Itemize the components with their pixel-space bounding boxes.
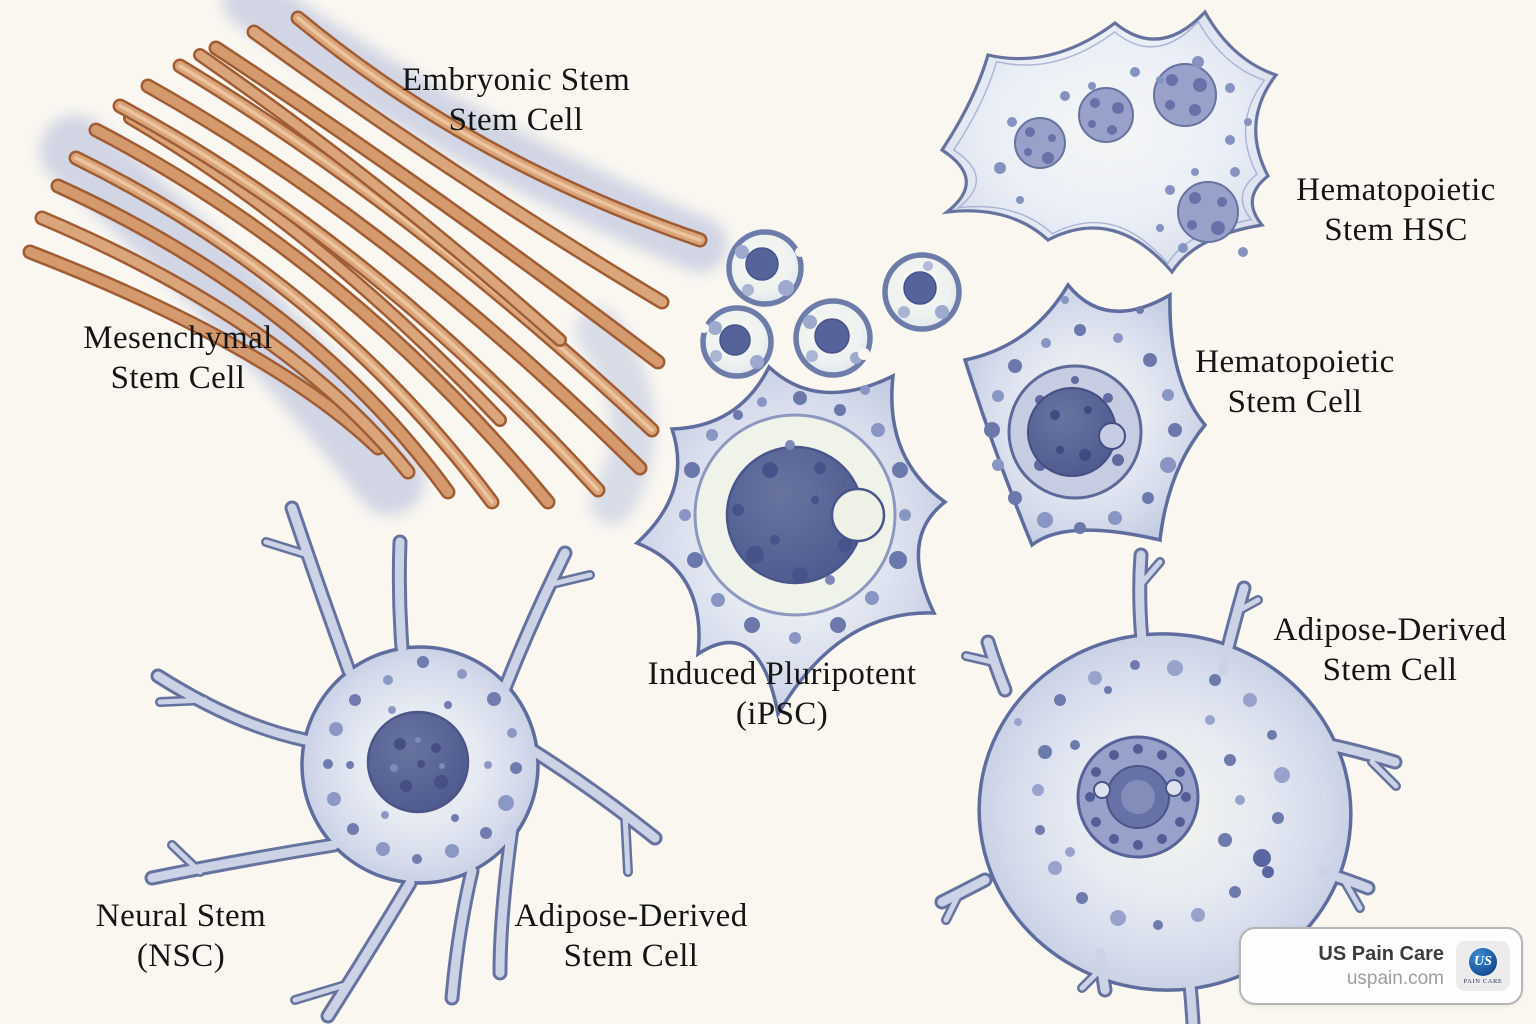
us-pain-care-logo: US PAIN CARE (1456, 941, 1510, 991)
adipose-derived-stem-cell (934, 547, 1403, 1024)
label-line: Stem Cell (1322, 652, 1458, 688)
neural-cytoplasm-dots (323, 656, 522, 864)
adipose-vacuole (1093, 781, 1111, 799)
label-hematopoietic-stem-cell: Hematopoietic Stem Cell (1195, 342, 1394, 422)
label-line: Stem Cell (563, 938, 699, 974)
small-cell (726, 229, 805, 307)
small-cell (882, 252, 962, 332)
label-line: (NSC) (136, 938, 226, 974)
label-adipose-derived-right: Adipose-Derived Stem Cell (1273, 610, 1506, 690)
label-line: Stem HSC (1324, 212, 1468, 248)
logo-monogram-icon: US (1469, 948, 1497, 976)
label-line: Hematopoietic (1195, 344, 1395, 380)
ipsc-nucleus-notch (830, 487, 886, 543)
small-stem-cells (699, 229, 962, 379)
mesenchymal-fiber-bundle (22, 0, 728, 525)
label-neural-stem: Neural Stem (NSC) (96, 896, 266, 976)
small-cell (793, 298, 873, 378)
watermark-text: US Pain Care uspain.com (1318, 942, 1444, 991)
adipose-vacuole (1165, 779, 1183, 797)
ipsc-cytoplasm-dots (679, 385, 911, 644)
label-line: Adipose-Derived (514, 898, 748, 934)
label-line: Induced Pluripotent (647, 656, 917, 692)
label-mesenchymal-stem-cell: Mesenchymal Stem Cell (83, 318, 273, 398)
hsc-nucleus-spots (1050, 406, 1092, 461)
label-line: Stem Cell (448, 102, 584, 138)
muscle-fibers (22, 10, 708, 510)
label-line: Embryonic Stem (401, 62, 631, 98)
adipose-cytoplasm-dots (1014, 660, 1290, 930)
label-line: Stem Cell (1227, 384, 1363, 420)
label-adipose-derived-bottom: Adipose-Derived Stem Cell (514, 896, 747, 976)
cluster-nuclei-spots (1024, 74, 1227, 235)
hsc-nucleus-notch (1098, 422, 1126, 450)
logo-subtext: PAIN CARE (1463, 978, 1503, 985)
label-hematopoietic-stem-hsc: Hematopoietic Stem HSC (1296, 170, 1495, 250)
neural-stem-cell (144, 500, 663, 1024)
label-line: Neural Stem (95, 898, 267, 934)
website-url: uspain.com (1346, 967, 1444, 989)
label-embryonic-stem-cell: Embryonic Stem Stem Cell (402, 60, 630, 140)
watermark-card: US Pain Care uspain.com US PAIN CARE (1239, 927, 1523, 1005)
ipsc-nucleus-spots (732, 440, 852, 585)
label-line: Mesenchymal (83, 320, 273, 356)
neural-arm-fills (147, 503, 660, 1021)
label-line: (iPSC) (735, 696, 829, 732)
label-line: Hematopoietic (1296, 172, 1496, 208)
neural-nucleus-spots (390, 737, 448, 792)
label-induced-pluripotent: Induced Pluripotent (iPSC) (648, 654, 917, 734)
cluster-cytoplasm-dots (994, 56, 1252, 257)
adipose-nucleus-ring-dots (1085, 744, 1191, 850)
label-line: Stem Cell (110, 360, 246, 396)
small-cell (699, 305, 774, 379)
hematopoietic-stem-hsc-cluster (939, 9, 1279, 275)
hsc-cytoplasm-dots (984, 296, 1182, 534)
label-line: Adipose-Derived (1273, 612, 1507, 648)
hematopoietic-stem-cell (962, 281, 1208, 548)
company-name: US Pain Care (1318, 942, 1444, 965)
induced-pluripotent-stem-cell (633, 364, 948, 719)
